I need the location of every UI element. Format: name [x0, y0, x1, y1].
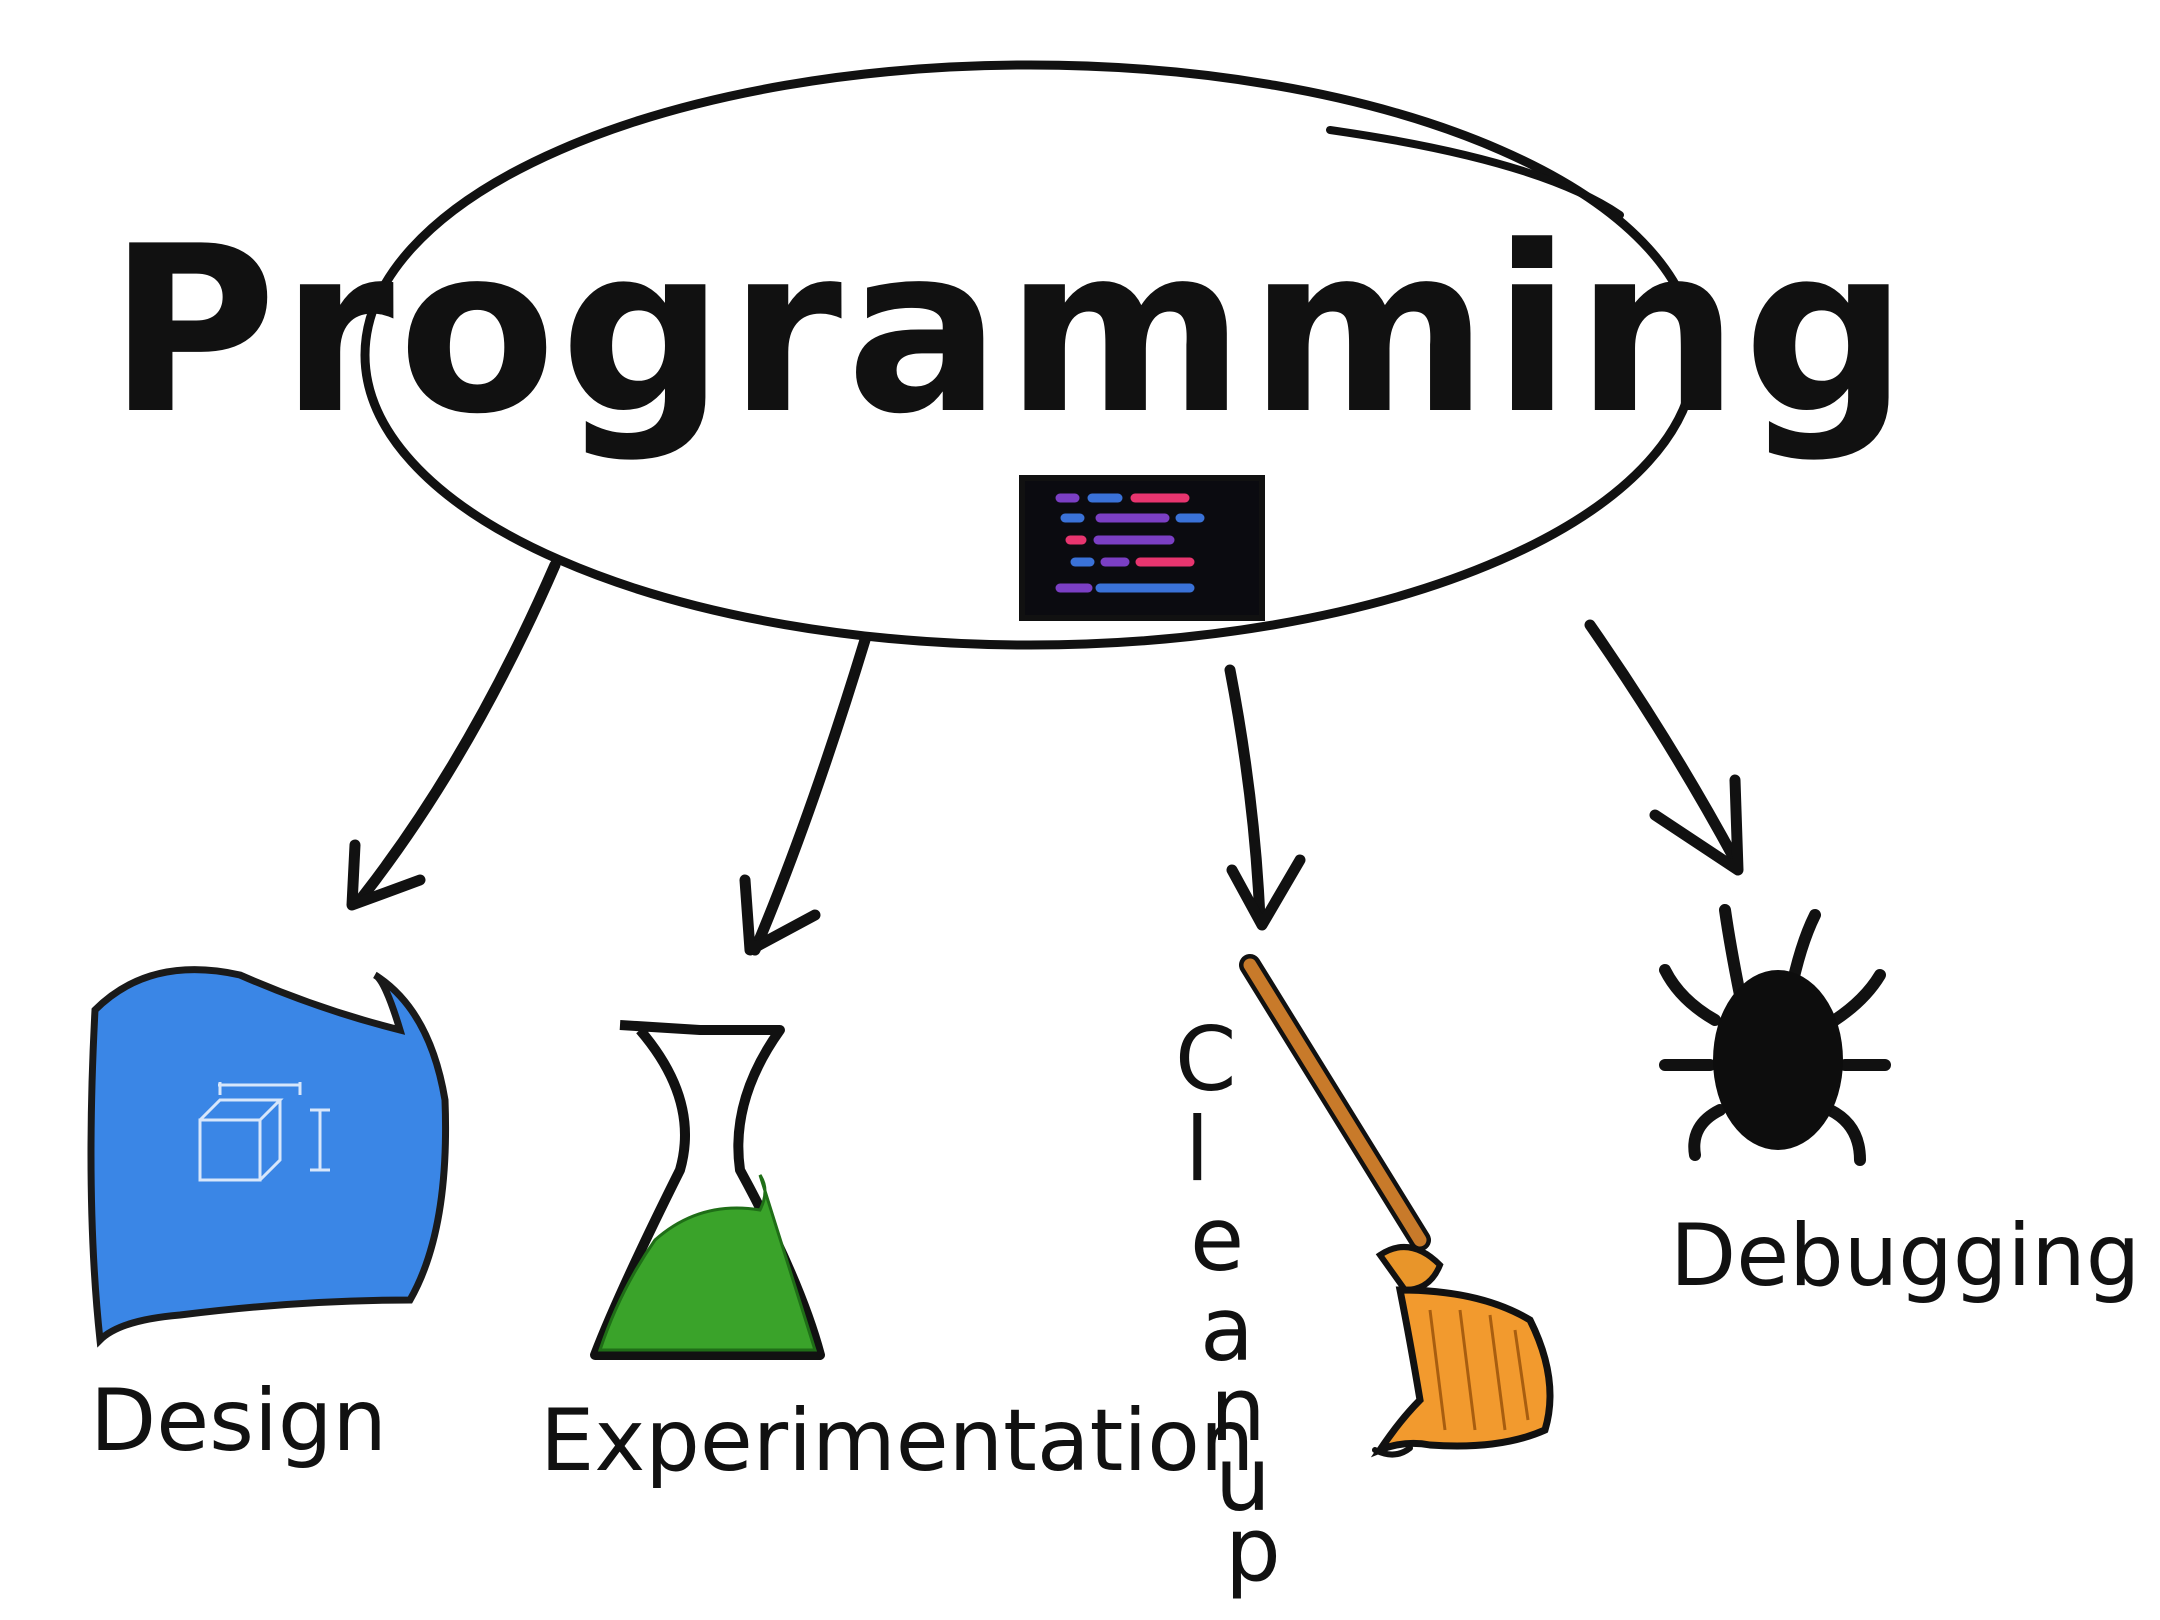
arrow-to-experimentation [739, 634, 871, 956]
branch-debugging: Debugging [1659, 904, 2140, 1306]
code-editor-icon [1019, 475, 1265, 621]
arrow-to-debugging [1584, 619, 1744, 876]
flask-icon [590, 1020, 825, 1360]
cleanup-letter-a: a [1200, 1278, 1254, 1381]
branch-cleanup: C l e a n u p [1175, 954, 1554, 1601]
design-panel [87, 966, 450, 1348]
flask-liquid [597, 1174, 818, 1352]
broom-icon [1239, 954, 1554, 1458]
central-ellipse [360, 60, 1700, 650]
ellipse-overstroke [1326, 126, 1624, 219]
cleanup-letter-l: l [1185, 1098, 1209, 1201]
branch-label-experimentation: Experimentation [540, 1391, 1254, 1491]
branch-experimentation: Experimentation [540, 1020, 1254, 1491]
branch-label-debugging: Debugging [1670, 1206, 2140, 1306]
design-tool-icon [87, 966, 450, 1348]
branch-design: Design [87, 966, 450, 1471]
bug-icon [1659, 904, 1891, 1166]
bug-body [1713, 970, 1843, 1150]
broom-head [1370, 1286, 1554, 1458]
cleanup-letter-n: n [1210, 1358, 1266, 1461]
central-title: Programming [108, 198, 1912, 465]
arrow-to-cleanup [1224, 664, 1306, 931]
cleanup-letter-c: C [1175, 1008, 1236, 1111]
cleanup-letter-u: u [1215, 1428, 1271, 1531]
arrows [346, 559, 1744, 956]
cleanup-vertical-label: C l e a n u p [1175, 1008, 1281, 1601]
broom-handle [1243, 958, 1427, 1247]
cleanup-letter-e: e [1190, 1188, 1244, 1291]
arrow-to-design [346, 559, 561, 911]
central-node: Programming [108, 60, 1912, 650]
cleanup-letter-p: p [1225, 1498, 1281, 1601]
branch-label-design: Design [90, 1371, 387, 1471]
